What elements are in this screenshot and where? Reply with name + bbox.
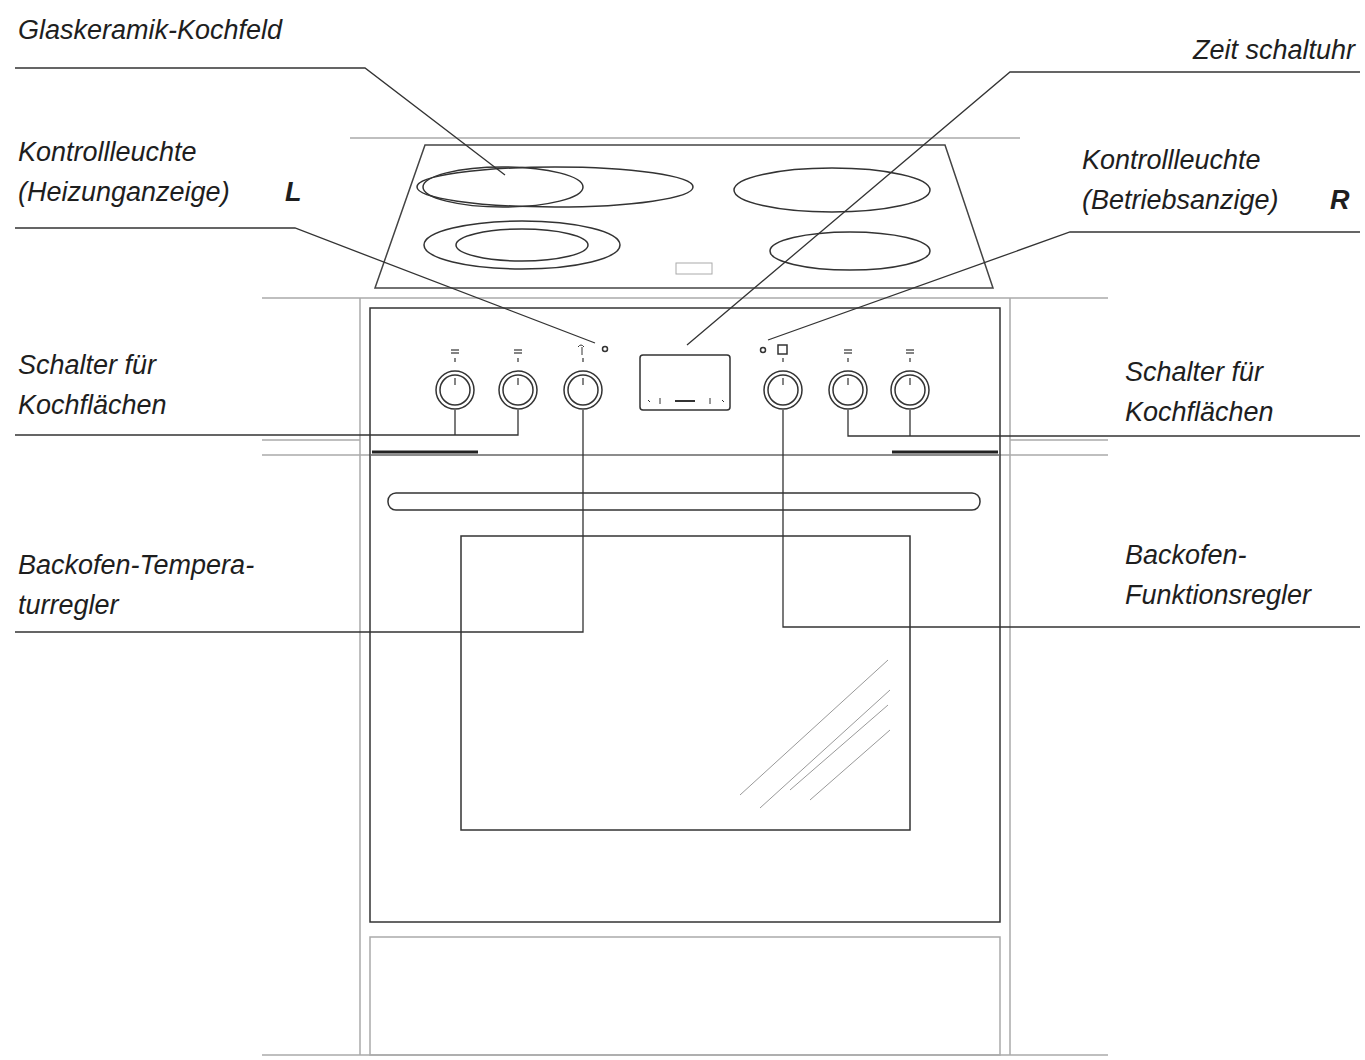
part-label: Glaskeramik-Kochfeld bbox=[18, 10, 418, 50]
part-label: Backofen-Tempera- turregler bbox=[18, 545, 283, 625]
part-label: Kontrollleuchte (Betriebsanzige) bbox=[1082, 140, 1344, 220]
indicator-letter: L bbox=[285, 172, 315, 212]
indicator-letter: R bbox=[1330, 180, 1360, 220]
part-label: Zeit schaltuhr bbox=[955, 30, 1355, 70]
part-label: Backofen- Funktionsregler bbox=[1125, 535, 1357, 615]
part-label: Schalter für Kochflächen bbox=[18, 345, 198, 425]
part-label: Schalter für Kochflächen bbox=[1125, 352, 1357, 432]
part-label: Kontrollleuchte (Heizunganzeige) bbox=[18, 132, 293, 212]
